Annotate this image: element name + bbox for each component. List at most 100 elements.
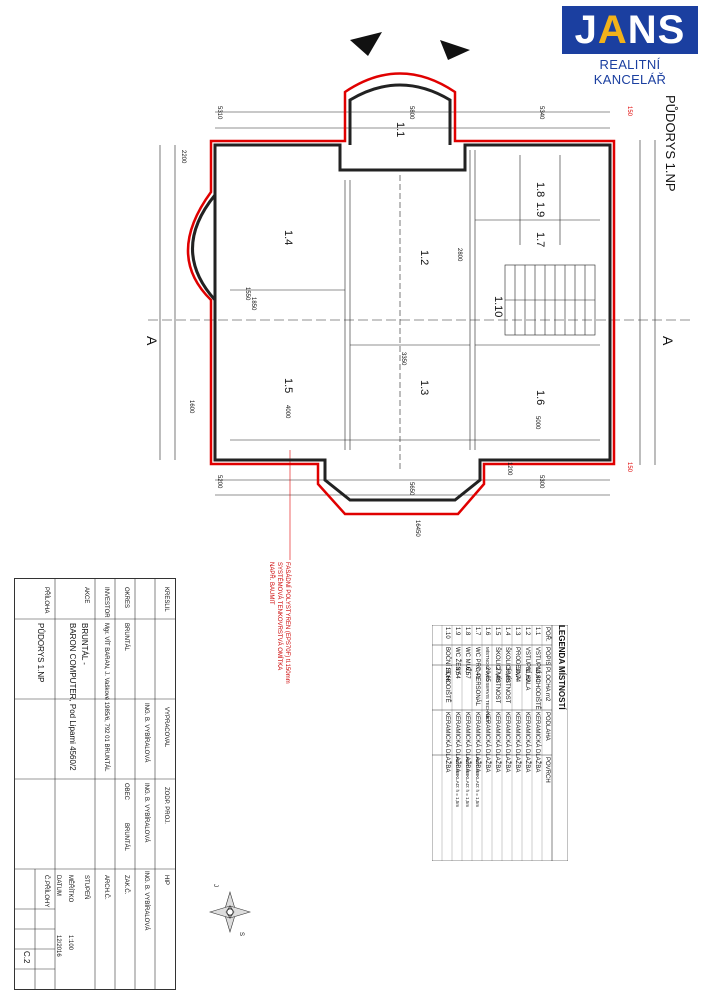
value-investor: Mgr. VÍT BARAN, J. Vaškové 1985/6, 792 0… bbox=[103, 623, 109, 772]
logo-letters: NS bbox=[627, 7, 686, 52]
dim-top-left: 5310 bbox=[216, 106, 222, 120]
room-label-1-2: 1.2 bbox=[418, 250, 430, 266]
legend-row-floor: KERAMICKÁ DLAŽBA bbox=[524, 712, 530, 773]
logo-letter: J bbox=[574, 7, 598, 52]
compass-south-label: S bbox=[238, 932, 244, 937]
label-priloha: PŘÍLOHA bbox=[43, 587, 49, 614]
legend-row-area: 13,40 bbox=[534, 667, 540, 683]
legend-row-floor: KERAMICKÁ DLAŽBA bbox=[444, 712, 450, 773]
legend-row-num: 1.9 bbox=[454, 627, 460, 636]
legend-row-num: 1.6 bbox=[484, 627, 490, 636]
legend-row-surface: KER. OBKLAD: h = 1,5m bbox=[455, 757, 460, 808]
dim-bottom-mid: 5650 bbox=[408, 482, 414, 496]
room-label-1-8: 1.8 bbox=[534, 182, 546, 198]
room-label-1-5: 1.5 bbox=[282, 378, 294, 394]
logo-letter-accent: A bbox=[597, 7, 628, 52]
legend-row-surface: KER. OBKLAD: h = 1,5m bbox=[475, 757, 480, 808]
room-label-1-4: 1.4 bbox=[282, 230, 294, 246]
meta-label-meritko: MĚŘÍTKO bbox=[67, 875, 73, 903]
legend-row-num: 1.10 bbox=[444, 627, 450, 639]
plan-title: PŮDORYS 1.NP bbox=[663, 95, 678, 192]
legend-header-floor: PODLAHA bbox=[544, 712, 550, 741]
name-hip: ING. B. VYBÍRALOVÁ bbox=[143, 871, 149, 931]
level-mark-2: 150 bbox=[626, 462, 632, 473]
label-kreslil: KRESLIL bbox=[163, 587, 169, 612]
meta-value-c-prilohy: C.2 bbox=[22, 951, 31, 964]
legend-row-area: 30,74 bbox=[514, 667, 520, 683]
legend-row-num: 1.4 bbox=[504, 627, 510, 636]
legend-header-num: POŘ. bbox=[544, 627, 550, 642]
legend-header-desc: POPIS bbox=[544, 647, 550, 666]
label-zodp-proj: ZODP. PROJ. bbox=[163, 787, 169, 824]
dim-inner-5: 1850 bbox=[250, 297, 256, 311]
title-block-grid bbox=[15, 579, 175, 989]
label-akce: AKCE bbox=[83, 587, 89, 604]
meta-label-datum: DATUM bbox=[55, 875, 61, 896]
room-label-1-1: 1.1 bbox=[394, 122, 406, 138]
meta-value-datum: 12/2016 bbox=[55, 935, 61, 957]
meta-label-stupen: STUPEŇ bbox=[83, 875, 89, 900]
name-zodp-proj: ING. B. VYBÍRALOVÁ bbox=[143, 783, 149, 843]
meta-label-zak-c: ZAK.Č. bbox=[123, 875, 129, 895]
legend-title: LEGENDA MÍSTNOSTÍ bbox=[557, 625, 566, 710]
meta-label-c-prilohy: Č.PŘÍLOHY bbox=[43, 875, 49, 908]
legend-row-floor: KERAMICKÁ DLAŽBA bbox=[534, 712, 540, 773]
meta-value-meritko: 1:100 bbox=[67, 935, 73, 951]
legend-row-area: 31,62 bbox=[524, 667, 530, 683]
dim-inner-6: 2200 bbox=[180, 150, 186, 164]
dim-top-mid: 5800 bbox=[408, 106, 414, 120]
legend-row-area: 15,68 bbox=[444, 667, 450, 683]
dim-inner-1: 3350 bbox=[400, 352, 406, 366]
dim-top-right: 5340 bbox=[538, 106, 544, 120]
dim-total: 16450 bbox=[414, 520, 420, 537]
logo-subtitle: REALITNÍ KANCELÁŘ bbox=[593, 57, 667, 87]
legend-row-floor: KERAMICKÁ DLAŽBA bbox=[484, 712, 490, 773]
dim-bottom-left: 5200 bbox=[216, 475, 222, 489]
dim-inner-2: 4000 bbox=[284, 405, 290, 419]
legend-row-num: 1.2 bbox=[524, 627, 530, 636]
dim-inner-7: 2800 bbox=[456, 248, 462, 262]
label-hip: HIP bbox=[163, 875, 169, 886]
legend-row-num: 1.7 bbox=[474, 627, 480, 636]
room-label-1-6: 1.6 bbox=[534, 390, 546, 406]
compass-north-label: J bbox=[212, 884, 218, 887]
legend-row-area: 3,54 bbox=[454, 667, 460, 679]
legend-header-surface: POVRCH bbox=[544, 757, 550, 783]
label-vypracoval: VYPRACOVAL bbox=[163, 707, 169, 748]
level-mark-1: 150 bbox=[626, 106, 632, 117]
legend-grid bbox=[432, 625, 568, 861]
room-legend: LEGENDA MÍSTNOSTÍ POŘ. POPIS PLOCHA m2 P… bbox=[432, 625, 568, 861]
section-marker-right: A bbox=[660, 336, 676, 346]
legend-row-num: 1.1 bbox=[534, 627, 540, 636]
facade-note-3: NAPŘ. BAUMIT bbox=[268, 562, 274, 605]
legend-row-area: 27,40 bbox=[494, 667, 500, 683]
label-obec: OBEC bbox=[123, 783, 129, 801]
dim-inner-3: 5000 bbox=[534, 416, 540, 430]
room-label-1-9: 1.9 bbox=[534, 202, 546, 218]
facade-note-1: FASÁDNÍ POLYSTYREN (EPS70F) tl.150mm bbox=[284, 562, 290, 684]
legend-row-num: 1.8 bbox=[464, 627, 470, 636]
dim-inner-8: 1600 bbox=[188, 400, 194, 414]
dim-inner-9: 1200 bbox=[506, 462, 512, 476]
value-okres: BRUNTÁL bbox=[123, 623, 129, 652]
value-obec: BRUNTÁL bbox=[123, 823, 129, 852]
dim-bottom-right: 5300 bbox=[538, 475, 544, 489]
legend-row-area: 6,57 bbox=[464, 667, 470, 679]
legend-header-area: PLOCHA m2 bbox=[544, 667, 550, 702]
value-priloha: PŮDORYS 1.NP bbox=[36, 623, 45, 683]
label-investor: INVESTOR bbox=[103, 587, 109, 618]
legend-row-area: 7,41 bbox=[474, 667, 480, 679]
room-label-1-3: 1.3 bbox=[418, 380, 430, 396]
legend-row-floor: KERAMICKÁ DLAŽBA bbox=[494, 712, 500, 773]
legend-row-floor: KERAMICKÁ DLAŽBA bbox=[504, 712, 510, 773]
legend-row-area: 36,80 bbox=[504, 667, 510, 683]
legend-row-area: 20,85 bbox=[484, 667, 490, 683]
legend-row-floor: KERAMICKÁ DLAŽBA bbox=[514, 712, 520, 773]
label-okres: OKRES bbox=[123, 587, 129, 609]
legend-row-num: 1.5 bbox=[494, 627, 500, 636]
legend-row-num: 1.3 bbox=[514, 627, 520, 636]
name-vypracoval: ING. B. VYBÍRALOVÁ bbox=[143, 703, 149, 763]
